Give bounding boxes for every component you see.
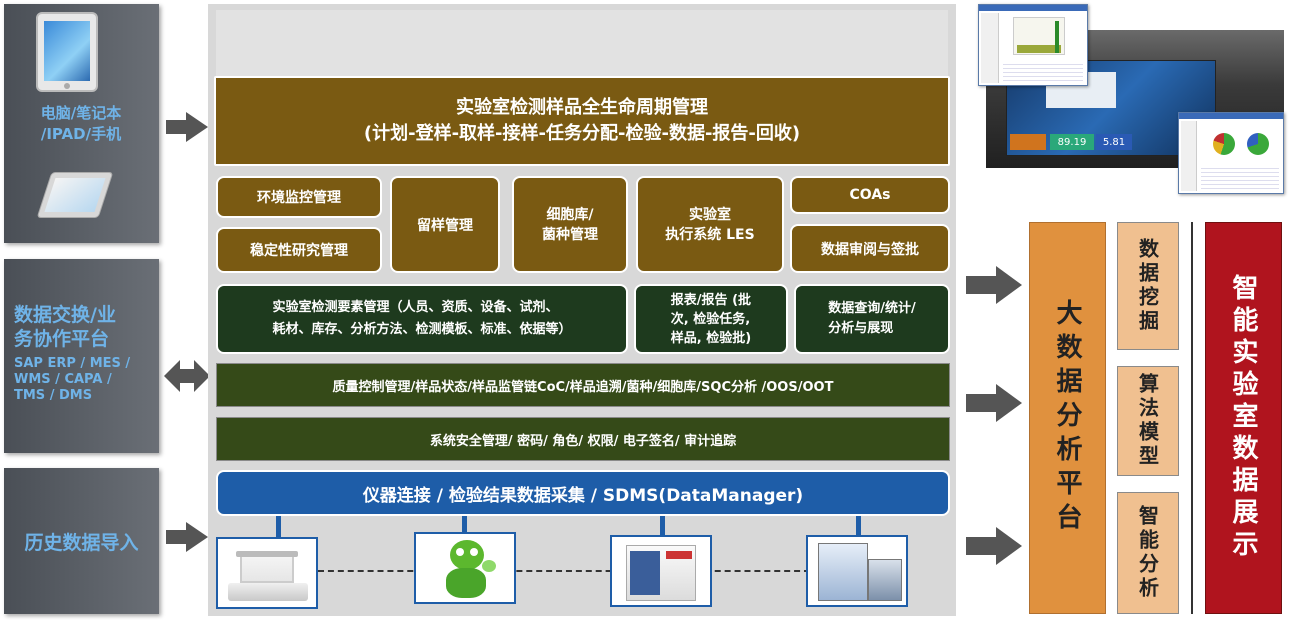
lifecycle-title: 实验室检测样品全生命周期管理: [456, 97, 708, 118]
app-window-icon: [1178, 112, 1284, 194]
top-strip: [216, 10, 948, 76]
mass-spec-icon: [806, 535, 908, 607]
devices-label: 电脑/笔记本 /IPAD/手机: [40, 104, 122, 143]
algorithm-box: 算法模型: [1117, 366, 1179, 476]
stability-box: 稳定性研究管理: [216, 227, 382, 273]
tablet-icon: [36, 12, 98, 92]
connector: [660, 516, 665, 536]
connector: [276, 516, 281, 538]
elements-box: 实验室检测要素管理（人员、资质、设备、试剂、 耗材、库存、分析方法、检测模板、标…: [216, 284, 628, 354]
data-mining-box: 数据挖掘: [1117, 222, 1179, 350]
double-arrow-icon: [164, 360, 210, 392]
security-bar: 系统安全管理/ 密码/ 角色/ 权限/ 电子签名/ 审计追踪: [216, 417, 950, 461]
app-window-icon: [978, 4, 1088, 86]
arrow-right-icon: [966, 384, 1022, 422]
exchange-panel: 数据交换/业 务协作平台 SAP ERP / MES / WMS / CAPA …: [4, 259, 159, 453]
reports-box: 报表/报告 (批 次, 检验任务, 样品, 检验批): [634, 284, 788, 354]
les-box: 实验室 执行系统 LES: [636, 176, 784, 273]
lifecycle-subtitle: (计划-登样-取样-接样-任务分配-检验-数据-报告-回收): [363, 123, 801, 144]
dashboard-value-1: 89.19: [1050, 134, 1094, 150]
dashboard-value-2: 5.81: [1096, 134, 1132, 150]
devices-panel: 电脑/笔记本 /IPAD/手机: [4, 4, 159, 243]
history-label: 历史数据导入: [24, 531, 139, 554]
exchange-title: 数据交换/业 务协作平台: [14, 304, 116, 350]
env-monitor-box: 环境监控管理: [216, 176, 382, 218]
dashed-link: [318, 570, 810, 572]
quality-bar: 质量控制管理/样品状态/样品监管链CoC/样品追溯/菌种/细胞库/SQC分析 /…: [216, 363, 950, 407]
arrow-right-icon: [166, 522, 208, 552]
coas-box: COAs: [790, 176, 950, 214]
balance-instrument-icon: [216, 537, 318, 609]
arrow-right-icon: [966, 266, 1022, 304]
smart-lab-display: 智能实验室数据展示: [1205, 222, 1282, 614]
divider-line: [1191, 222, 1193, 614]
connector: [462, 516, 467, 534]
mascot-icon: [414, 532, 516, 604]
data-review-box: 数据审阅与签批: [790, 224, 950, 273]
sdms-bar: 仪器连接 / 检验结果数据采集 / SDMS(DataManager): [216, 470, 950, 516]
lifecycle-box: 实验室检测样品全生命周期管理 (计划-登样-取样-接样-任务分配-检验-数据-报…: [214, 76, 950, 166]
arrow-right-icon: [966, 527, 1022, 565]
history-panel: 历史数据导入: [4, 468, 159, 614]
data-query-box: 数据查询/统计/ 分析与展现: [794, 284, 950, 354]
retained-sample-box: 留样管理: [390, 176, 500, 273]
exchange-systems: SAP ERP / MES / WMS / CAPA / TMS / DMS: [14, 356, 131, 403]
connector: [856, 516, 861, 536]
arrow-right-icon: [166, 112, 208, 142]
smart-analysis-box: 智能分析: [1117, 492, 1179, 614]
ipad-icon: [36, 172, 114, 218]
big-data-platform: 大数据分析平台: [1029, 222, 1106, 614]
chromatograph-icon: [610, 535, 712, 607]
cell-bank-box: 细胞库/ 菌种管理: [512, 176, 628, 273]
